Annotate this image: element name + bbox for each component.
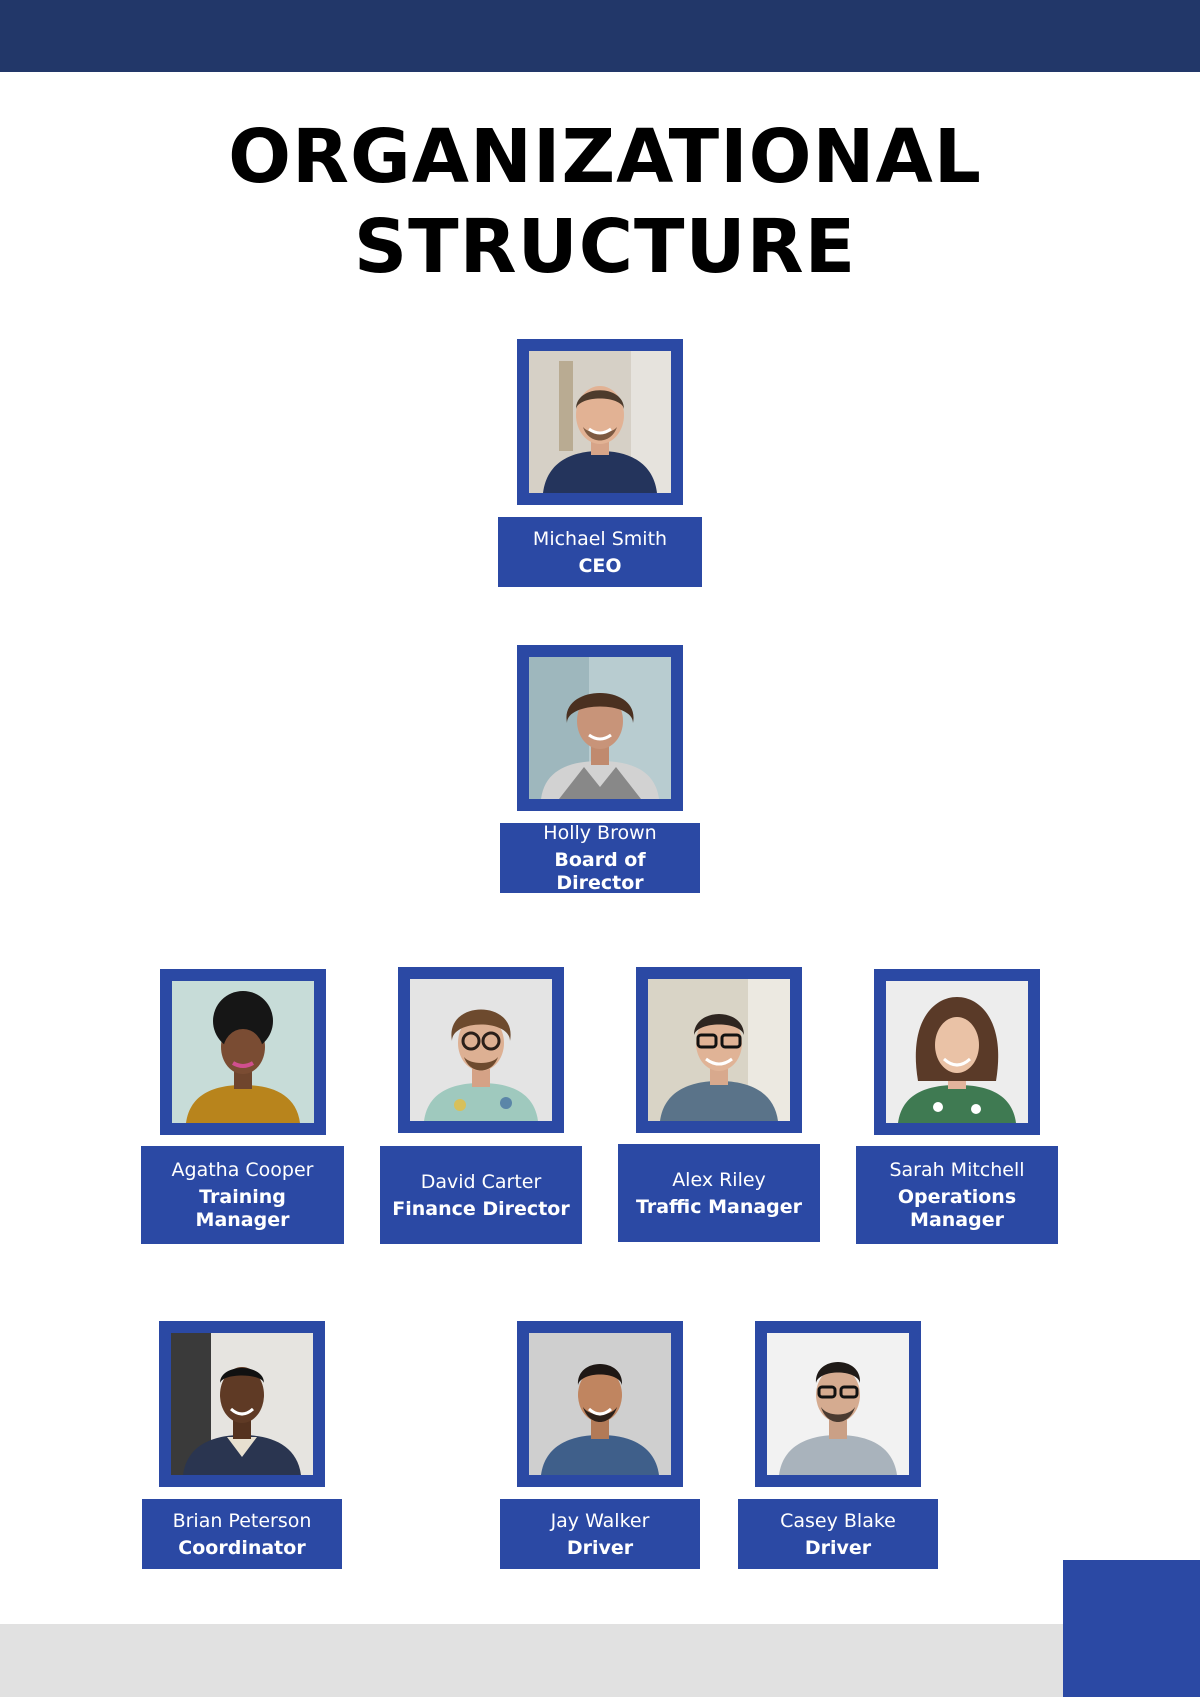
operations-manager-name-card: Sarah Mitchell Operations Manager	[856, 1146, 1058, 1244]
person-name: Jay Walker	[550, 1509, 650, 1532]
driver-name-card-jay: Jay Walker Driver	[500, 1499, 700, 1569]
person-portrait-icon	[529, 657, 671, 799]
person-name: Holly Brown	[543, 822, 657, 844]
person-name: Agatha Cooper	[171, 1159, 314, 1181]
coordinator-photo	[159, 1321, 325, 1487]
person-portrait-icon	[410, 979, 552, 1121]
person-role: CEO	[578, 554, 622, 577]
driver-photo-casey	[755, 1321, 921, 1487]
person-name: Sarah Mitchell	[889, 1159, 1025, 1181]
ceo-photo	[517, 339, 683, 505]
finance-director-name-card: David Carter Finance Director	[380, 1146, 582, 1244]
person-role: Traffic Manager	[635, 1195, 803, 1218]
person-portrait-icon	[529, 351, 671, 493]
person-name: Michael Smith	[532, 527, 668, 550]
training-manager-photo	[160, 969, 326, 1135]
driver-photo-jay	[517, 1321, 683, 1487]
operations-manager-photo	[874, 969, 1040, 1135]
finance-director-photo	[398, 967, 564, 1133]
person-role: Board of Director	[554, 849, 646, 894]
corner-accent-block	[1063, 1560, 1200, 1697]
person-name: David Carter	[420, 1170, 542, 1193]
page-title: ORGANIZATIONAL STRUCTURE	[228, 114, 982, 290]
person-portrait-icon	[767, 1333, 909, 1475]
person-name: Casey Blake	[780, 1509, 896, 1532]
ceo-name-card: Michael Smith CEO	[498, 517, 702, 587]
board-director-name-card: Holly Brown Board of Director	[500, 822, 700, 894]
person-name: Brian Peterson	[172, 1509, 312, 1532]
person-portrait-icon	[529, 1333, 671, 1475]
person-portrait-icon	[648, 979, 790, 1121]
person-role: Coordinator	[178, 1536, 306, 1559]
person-portrait-icon	[886, 981, 1028, 1123]
driver-name-card-casey: Casey Blake Driver	[738, 1499, 938, 1569]
footer-bar	[0, 1624, 1063, 1697]
person-role: Driver	[566, 1536, 634, 1559]
traffic-manager-name-card: Alex Riley Traffic Manager	[618, 1144, 820, 1242]
person-role: Driver	[804, 1536, 872, 1559]
person-role: Training Manager	[195, 1186, 290, 1231]
top-banner	[0, 0, 1200, 72]
person-portrait-icon	[171, 1333, 313, 1475]
board-director-photo	[517, 645, 683, 811]
coordinator-name-card: Brian Peterson Coordinator	[142, 1499, 342, 1569]
person-role: Finance Director	[392, 1197, 570, 1220]
person-portrait-icon	[172, 981, 314, 1123]
training-manager-name-card: Agatha Cooper Training Manager	[141, 1146, 344, 1244]
traffic-manager-photo	[636, 967, 802, 1133]
person-name: Alex Riley	[672, 1168, 766, 1191]
person-role: Operations Manager	[897, 1186, 1017, 1231]
